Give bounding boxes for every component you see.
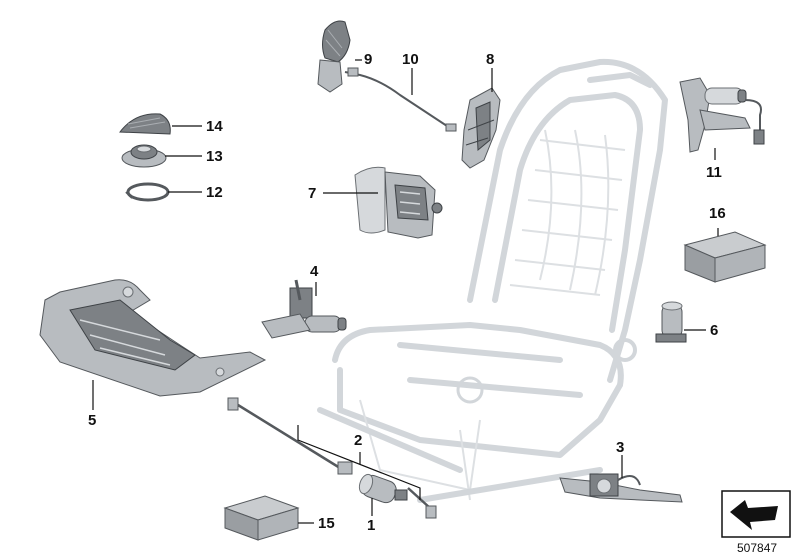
reference-number: 507847 <box>737 541 778 555</box>
headrest-drive-part <box>679 77 765 153</box>
callout-4: 4 <box>310 263 319 280</box>
seat-adjuster-gear-part <box>559 473 683 503</box>
callout-7: 7 <box>308 185 317 202</box>
seat-height-motor-part <box>358 473 408 504</box>
seat-pan-frame-part <box>39 279 267 397</box>
callout-11: 11 <box>706 164 722 181</box>
callout-16: 16 <box>709 205 726 222</box>
switch-cover-part <box>317 20 351 93</box>
callout-6: 6 <box>710 322 719 339</box>
recliner-mechanism-part <box>354 166 443 239</box>
callout-9: 9 <box>364 51 373 68</box>
callout-14: 14 <box>206 118 223 135</box>
lumbar-actuator-part <box>461 87 501 169</box>
backrest-motor-part <box>655 301 687 343</box>
callout-13: 13 <box>206 148 223 165</box>
callout-3: 3 <box>616 439 625 456</box>
callout-15: 15 <box>318 515 335 532</box>
callout-10: 10 <box>402 51 419 68</box>
direction-arrow-icon <box>721 490 791 538</box>
seat-frame-ghost <box>317 58 668 503</box>
leader-lines <box>92 59 719 524</box>
bowden-cable-part <box>344 67 457 132</box>
callout-8: 8 <box>486 51 495 68</box>
clip-ring-part <box>125 182 170 202</box>
speaker-grille-part <box>119 113 171 135</box>
speaker-part <box>121 144 167 168</box>
callout-5: 5 <box>88 412 97 429</box>
repair-kit-box-part <box>223 495 300 541</box>
drive-shaft-set-part <box>227 397 437 519</box>
callout-1: 1 <box>367 517 376 534</box>
repair-kit-box-part <box>683 231 767 283</box>
callout-2: 2 <box>354 432 363 449</box>
seat-depth-motor-part <box>261 279 347 339</box>
callout-12: 12 <box>206 184 223 201</box>
